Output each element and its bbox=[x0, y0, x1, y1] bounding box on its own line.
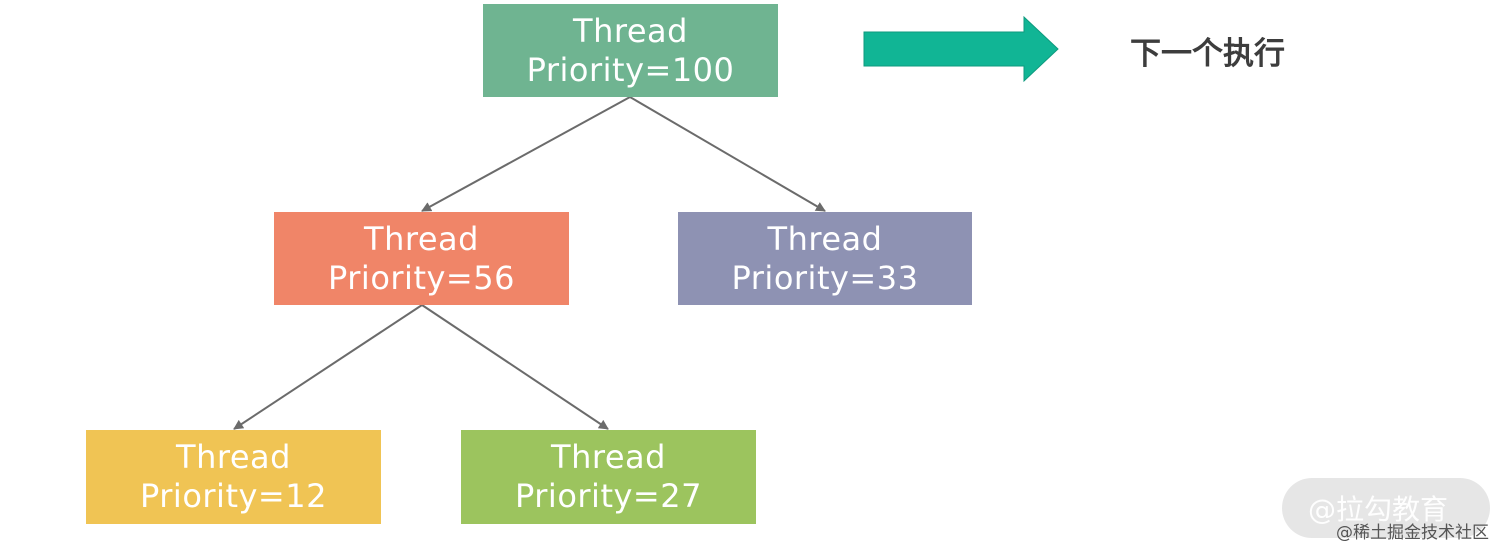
node-priority: Priority=56 bbox=[328, 258, 515, 297]
node-title: Thread bbox=[573, 11, 688, 50]
watermark-sub-text: @稀土掘金技术社区 bbox=[1336, 523, 1489, 543]
watermark-main-text: @拉勾教育 bbox=[1308, 493, 1449, 526]
node-title: Thread bbox=[364, 219, 479, 258]
thread-node-left: Thread Priority=56 bbox=[274, 212, 569, 305]
node-priority: Priority=100 bbox=[526, 50, 735, 89]
node-priority: Priority=27 bbox=[515, 477, 702, 515]
watermark-badge bbox=[1282, 478, 1490, 538]
thread-node-left-left: Thread Priority=12 bbox=[86, 430, 381, 524]
edge-root-to-left bbox=[421, 96, 631, 212]
next-arrow-icon bbox=[863, 15, 1059, 83]
thread-node-root: Thread Priority=100 bbox=[483, 4, 778, 97]
next-to-execute-label: 下一个执行 bbox=[1130, 36, 1285, 72]
node-title: Thread bbox=[176, 438, 291, 476]
edge-left-to-left-right bbox=[421, 304, 609, 430]
thread-node-right: Thread Priority=33 bbox=[678, 212, 972, 305]
thread-node-left-right: Thread Priority=27 bbox=[461, 430, 756, 524]
edge-left-to-left-left bbox=[233, 304, 423, 430]
node-priority: Priority=12 bbox=[140, 477, 327, 515]
node-title: Thread bbox=[767, 219, 883, 258]
edge-root-to-right bbox=[629, 96, 826, 212]
node-title: Thread bbox=[551, 438, 666, 476]
node-priority: Priority=33 bbox=[731, 258, 919, 297]
